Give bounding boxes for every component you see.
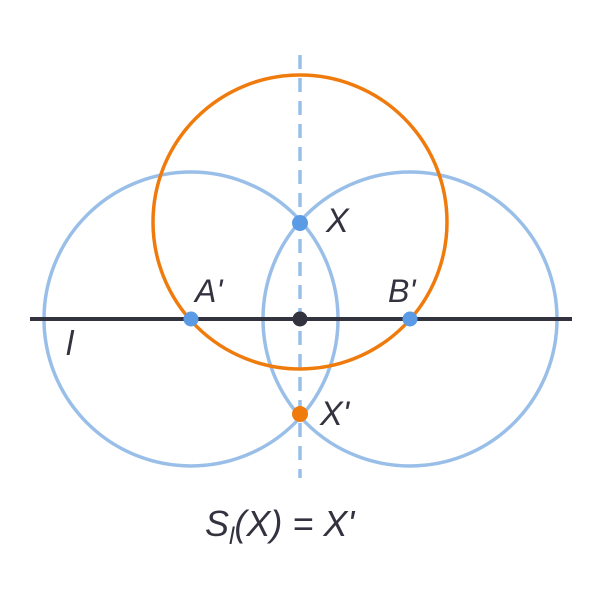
formula-s: S [205, 503, 229, 544]
label-x: X [325, 202, 350, 240]
point-a-prime [183, 311, 199, 327]
label-x-prime: X' [319, 395, 351, 433]
point-b-prime [402, 311, 418, 327]
formula-reflection: Sl(X) = X' [205, 503, 355, 550]
circle-x-prime [151, 73, 449, 371]
label-a-prime: A' [193, 273, 224, 309]
formula-rest: (X) = X' [234, 503, 355, 544]
point-center [292, 311, 308, 327]
point-x-prime [292, 406, 308, 422]
label-line-l: l [66, 325, 75, 363]
label-b-prime: B' [388, 273, 417, 309]
point-x [292, 215, 308, 231]
formula-subscript: l [229, 523, 235, 550]
